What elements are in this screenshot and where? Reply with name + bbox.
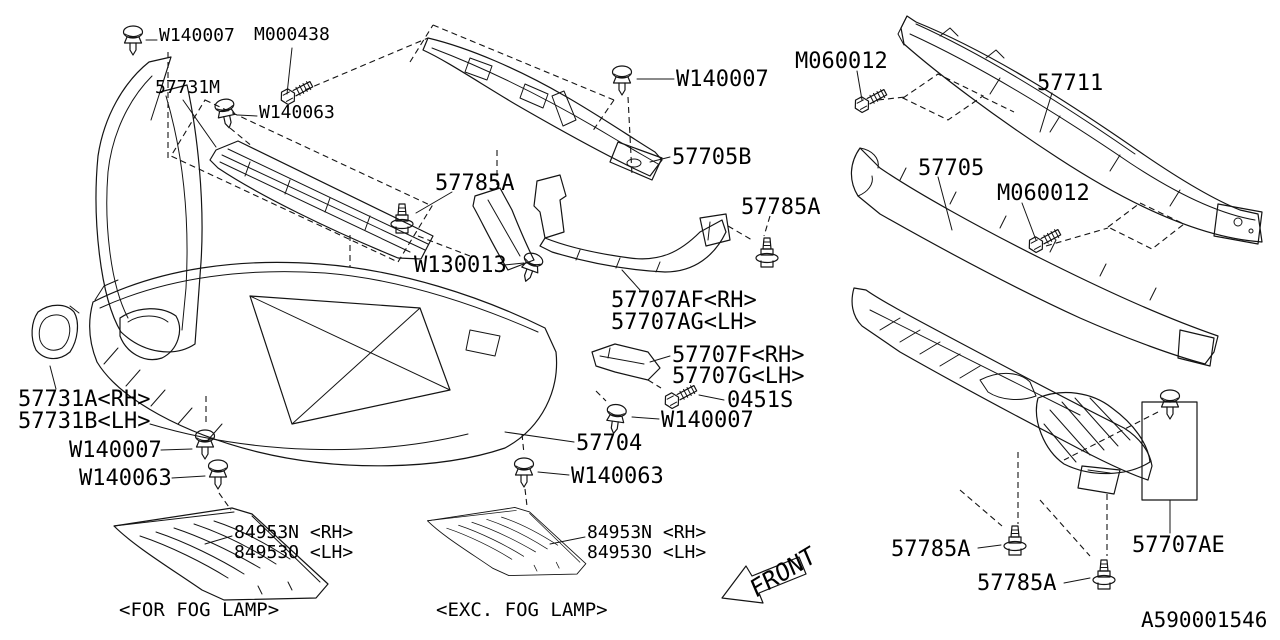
part-label-m060012[interactable]: M060012 <box>795 49 888 74</box>
part-label-57705[interactable]: 57705 <box>918 156 985 181</box>
part-label-57785a[interactable]: 57785A <box>741 195 821 220</box>
push-clip-icon <box>213 96 240 131</box>
part-label-57731m[interactable]: 57731M <box>155 77 221 98</box>
part-label-57785a[interactable]: 57785A <box>891 537 971 562</box>
part-label-57707glh[interactable]: 57707G<LH> <box>672 364 805 389</box>
bumper-face-art <box>89 261 558 467</box>
part-label-0451s[interactable]: 0451S <box>727 388 794 413</box>
push-clip-icon <box>207 459 229 490</box>
hex-bolt-icon <box>1025 225 1064 255</box>
push-clip-icon <box>516 250 546 286</box>
stud-screw-icon <box>390 203 414 234</box>
part-label-57707frh[interactable]: 57707F<RH> <box>672 343 805 368</box>
construction-lines <box>167 24 1186 557</box>
lower-cover-art <box>851 287 1153 495</box>
part-label-w130013[interactable]: W130013 <box>414 253 507 278</box>
push-clip-icon <box>122 25 144 56</box>
push-clip-icon <box>513 457 535 488</box>
part-label-57707afrh[interactable]: 57707AF<RH> <box>611 288 757 313</box>
side-bracket-lower-art <box>591 343 661 381</box>
part-label-w140063[interactable]: W140063 <box>259 102 335 123</box>
push-clip-icon <box>603 402 628 436</box>
part-label-m060012[interactable]: M060012 <box>997 181 1090 206</box>
part-label-57731blh[interactable]: 57731B<LH> <box>18 409 151 434</box>
callout-box-57707AE <box>1141 401 1198 501</box>
leader-lines <box>49 39 1171 584</box>
corner-garnish-art <box>31 304 80 360</box>
part-label-57785a[interactable]: 57785A <box>977 571 1057 596</box>
part-label-w140007[interactable]: W140007 <box>69 438 162 463</box>
part-label-w140063[interactable]: W140063 <box>571 464 664 489</box>
part-label-57705b[interactable]: 57705B <box>672 145 752 170</box>
part-label-w140007[interactable]: W140007 <box>159 25 235 46</box>
part-label-57704[interactable]: 57704 <box>576 431 643 456</box>
part-label-84953nrh[interactable]: 84953N <RH> <box>587 522 707 543</box>
push-clip-icon <box>194 429 216 460</box>
part-label-w140063[interactable]: W140063 <box>79 466 172 491</box>
front-direction-arrow <box>721 556 807 604</box>
part-label-w140007[interactable]: W140007 <box>676 67 769 92</box>
part-label-57711[interactable]: 57711 <box>1037 71 1104 96</box>
part-label-84953olh[interactable]: 84953O <LH> <box>587 542 707 563</box>
part-label-84953olh[interactable]: 84953O <LH> <box>234 542 354 563</box>
part-label-57707ae[interactable]: 57707AE <box>1132 533 1225 558</box>
bumper-beam-art <box>897 15 1263 245</box>
hex-bolt-icon <box>851 85 890 115</box>
exc-fog-lamp-note: <EXC. FOG LAMP> <box>436 599 608 621</box>
part-label-w140007[interactable]: W140007 <box>661 408 754 433</box>
push-clip-icon <box>1159 389 1181 420</box>
part-label-84953nrh[interactable]: 84953N <RH> <box>234 522 354 543</box>
part-label-57707aglh[interactable]: 57707AG<LH> <box>611 310 757 335</box>
fender-corner-art <box>95 56 203 353</box>
part-label-57731arh[interactable]: 57731A<RH> <box>18 387 151 412</box>
for-fog-lamp-note: <FOR FOG LAMP> <box>119 599 280 621</box>
part-label-m000438[interactable]: M000438 <box>254 24 330 45</box>
stud-screw-icon <box>1092 559 1116 590</box>
stud-screw-icon <box>755 237 779 268</box>
push-clip-icon <box>611 65 633 96</box>
stud-screw-icon <box>1003 525 1027 556</box>
diagram-id: A590001546 <box>1141 608 1268 632</box>
part-label-57785a[interactable]: 57785A <box>435 171 515 196</box>
energy-absorber-art <box>850 147 1219 367</box>
upper-beam-art <box>422 37 663 271</box>
grille-trim-art <box>209 140 434 260</box>
side-bracket-upper-art <box>533 174 731 273</box>
